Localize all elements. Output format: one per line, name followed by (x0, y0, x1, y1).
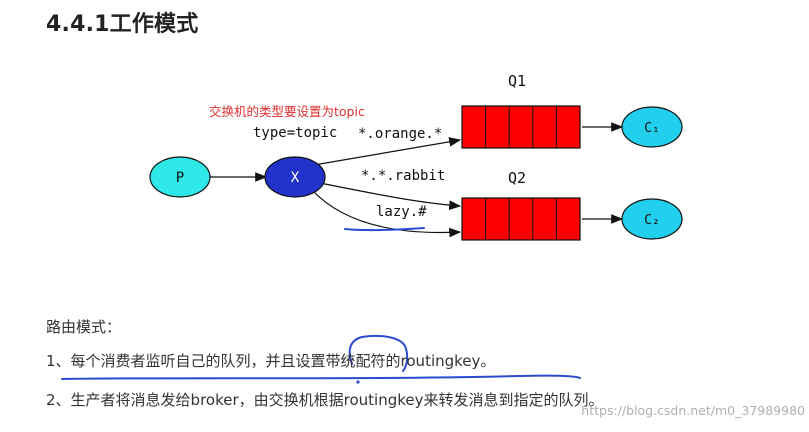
pen-underline-lazy (344, 227, 425, 232)
pen-underline-item1 (61, 374, 581, 380)
x-to-q1-arrow (313, 137, 462, 166)
x-to-q2-rabbit-arrow (319, 182, 462, 210)
section-heading: 4.4.1工作模式 (46, 12, 199, 37)
exchange-label: X (291, 170, 300, 186)
consumer-2-label: C₂ (644, 213, 660, 228)
exchange-node (264, 156, 326, 198)
list-item-1: 1、每个消费者监听自己的队列，并且设置带统配符的routingkey。 (46, 352, 496, 370)
watermark: https://blog.csdn.net/m0_37989980 (581, 403, 805, 418)
x-to-q2-lazy-arrow (311, 189, 462, 238)
binding-orange-label: *.orange.* (358, 126, 442, 142)
queue-1 (461, 105, 581, 149)
pen-circle-mark (348, 334, 409, 372)
queue-2-label: Q2 (508, 169, 526, 187)
consumer-1-node (621, 106, 683, 148)
exchange-type-label: type=topic (253, 125, 337, 141)
consumer-2-node (621, 198, 683, 240)
binding-rabbit-label: *.*.rabbit (361, 168, 445, 184)
pen-dot-mark (356, 380, 360, 384)
queue-2 (461, 197, 581, 241)
list-item-2: 2、生产者将消息发给broker，由交换机根据routingkey来转发消息到指… (46, 391, 604, 409)
exchange-type-annotation: 交换机的类型要设置为topic (209, 104, 365, 119)
binding-lazy-label: lazy.# (376, 204, 427, 220)
intro-text: 路由模式： (46, 318, 122, 336)
queue-1-label: Q1 (508, 72, 526, 90)
producer-node (149, 156, 211, 198)
producer-label: P (176, 170, 184, 186)
consumer-1-label: C₁ (644, 121, 660, 136)
